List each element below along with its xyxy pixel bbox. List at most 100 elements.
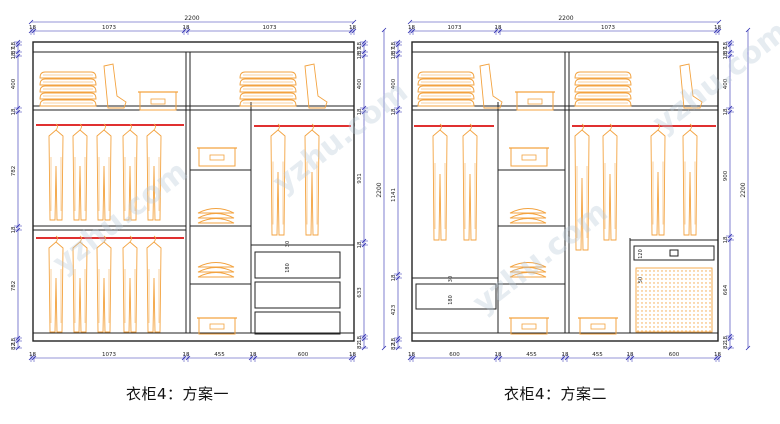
basket-hole	[705, 330, 707, 332]
basket-hole	[709, 290, 711, 292]
basket-hole	[677, 314, 679, 316]
basket-hole	[689, 306, 691, 308]
basket-hole	[645, 302, 647, 304]
hanging-coat-icon	[122, 123, 138, 221]
basket-hole	[673, 330, 675, 332]
hanging-coat-icon	[602, 123, 618, 241]
basket-hole	[641, 330, 643, 332]
shirt-layer	[197, 267, 235, 273]
basket-hole	[693, 302, 695, 304]
cabinet-outline	[32, 41, 355, 342]
s1-right-label-1: 87	[357, 47, 363, 54]
basket-hole	[661, 306, 663, 308]
basket-hole	[689, 270, 691, 272]
basket-hole	[645, 278, 647, 280]
basket-hole	[697, 290, 699, 292]
basket-hole	[637, 290, 639, 292]
basket-hole	[665, 314, 667, 316]
dim-tick	[407, 19, 413, 25]
hanging-coat-icon	[96, 123, 112, 221]
basket-hole	[705, 270, 707, 272]
basket-hole	[705, 274, 707, 276]
basket-hole	[685, 290, 687, 292]
s2-right-label-8: 18	[723, 336, 729, 343]
boot-outline	[679, 63, 703, 109]
basket-hole	[681, 282, 683, 284]
shirt-layer	[197, 262, 235, 268]
basket-hole	[689, 274, 691, 276]
shirt-layer	[509, 208, 547, 214]
basket-hole	[641, 310, 643, 312]
hanging-coat-icon	[48, 123, 64, 221]
s2-left-label-8: 18	[391, 338, 397, 345]
hanging-coat-icon	[72, 123, 88, 221]
basket-hole	[645, 310, 647, 312]
basket-hole	[697, 270, 699, 272]
basket-hole	[701, 274, 703, 276]
clothes-layer	[417, 71, 475, 79]
basket-hole	[657, 274, 659, 276]
basket-hole	[693, 282, 695, 284]
s2-bottom-label-5: 455	[592, 352, 603, 358]
drawer-dim-gap: 30	[448, 276, 454, 282]
shirt-layer	[197, 218, 235, 224]
clothes-layer	[39, 99, 97, 107]
box-body	[198, 147, 236, 167]
basket-hole	[709, 330, 711, 332]
basket-hole	[665, 294, 667, 296]
basket-hole	[677, 322, 679, 324]
box-handle	[150, 98, 166, 105]
s1-right-label-5: 931	[357, 173, 363, 184]
basket-hole	[657, 294, 659, 296]
hanger-hook	[55, 123, 58, 131]
shirt-layer	[509, 218, 547, 224]
clothes-layer	[417, 85, 475, 93]
basket-hole	[665, 298, 667, 300]
s2-left-label-1: 87	[391, 47, 397, 54]
basket-hole	[685, 326, 687, 328]
folded-shirt-icon	[197, 208, 235, 224]
s1-left-label-5: 782	[11, 166, 17, 177]
box-handle	[527, 98, 543, 105]
basket-hole	[649, 314, 651, 316]
s2-bottom-label-0: 18	[408, 352, 415, 358]
s2-top-label-3: 1073	[601, 25, 615, 31]
basket-hole	[705, 314, 707, 316]
basket-hole	[693, 278, 695, 280]
basket-hole	[689, 326, 691, 328]
basket-hole	[665, 306, 667, 308]
s2-overall-label: 2200	[740, 182, 747, 197]
basket-hole	[693, 286, 695, 288]
clothes-layer	[574, 78, 632, 86]
basket-hole	[641, 282, 643, 284]
s2-top-label-0: 18	[408, 25, 415, 31]
basket-hole	[665, 290, 667, 292]
basket-hole	[701, 330, 703, 332]
basket-hole	[697, 286, 699, 288]
basket-hole	[685, 294, 687, 296]
drawer-dim-height: 180	[448, 295, 454, 305]
basket-hole	[705, 278, 707, 280]
basket-hole	[689, 330, 691, 332]
basket-hole	[693, 314, 695, 316]
folded-clothes-stack-icon	[239, 71, 297, 107]
basket-hole	[709, 274, 711, 276]
basket-hole	[645, 286, 647, 288]
folded-shirt-icon	[509, 208, 547, 224]
clothes-layer	[39, 85, 97, 93]
basket-hole	[697, 278, 699, 280]
pullout-handle	[669, 249, 679, 257]
basket-hole	[681, 286, 683, 288]
box-handle	[209, 154, 225, 161]
basket-hole	[685, 330, 687, 332]
box-body	[510, 317, 548, 335]
box-body	[139, 91, 177, 111]
basket-hole	[649, 270, 651, 272]
basket-hole	[669, 310, 671, 312]
hanging-coat-icon	[96, 235, 112, 333]
storage-box-icon	[578, 317, 618, 335]
shirt-layer	[197, 213, 235, 219]
s2-bottom-label-6: 18	[627, 352, 634, 358]
basket-hole	[653, 302, 655, 304]
